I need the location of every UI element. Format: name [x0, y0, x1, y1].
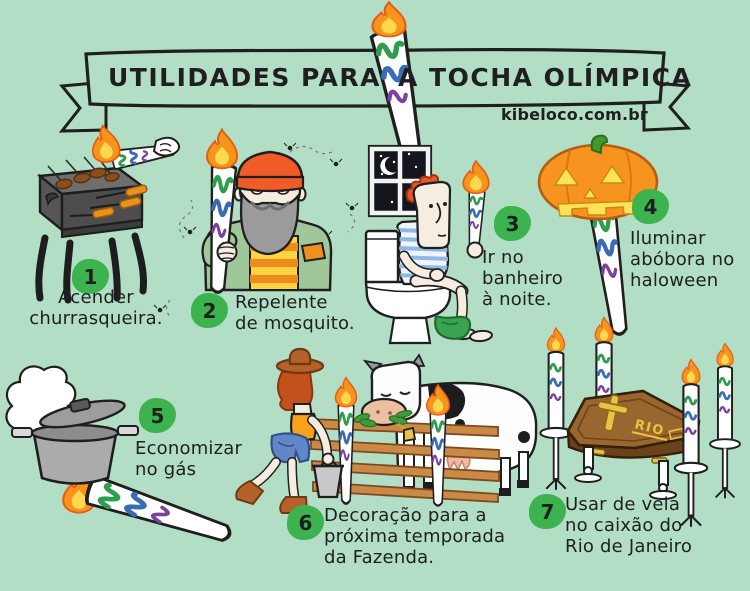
scene-pot-over-torch: [5, 365, 233, 548]
banner-title-right: A TOCHA OLÍMPICA: [398, 63, 693, 92]
cowgirl: [235, 347, 344, 514]
item-4-number-badge: 4: [632, 189, 669, 224]
head: [412, 180, 452, 250]
boot: [235, 479, 265, 506]
item-2-number-badge: 2: [191, 293, 228, 328]
jacket-patch: [300, 241, 327, 263]
grilled-meat: [47, 156, 120, 190]
item-7-number-badge: 7: [529, 494, 566, 529]
mosquitoes: [165, 145, 356, 319]
gripping-hand: [216, 241, 238, 263]
banner-title-left: UTILIDADES PARA: [108, 63, 382, 92]
flame-icon: [462, 160, 490, 195]
item-1-number-badge: 1: [72, 259, 109, 294]
pumpkin-stem: [590, 134, 609, 155]
item-5-caption: Economizar no gás: [135, 438, 243, 481]
bucket: [312, 464, 344, 499]
dropped-shorts: [434, 314, 472, 340]
scene-toilet-at-night: [364, 144, 493, 345]
scene-farm-decoration: [235, 347, 538, 514]
cooking-pot: [11, 397, 139, 485]
item-4-caption: Iluminar abóbora no haloween: [630, 228, 735, 292]
denim-shorts: [270, 432, 311, 464]
scene-mosquito-repellent: [153, 128, 359, 319]
item-3-caption: Ir no banheiro à noite.: [482, 247, 563, 311]
item-6-caption: Decoração para a próxima temporada da Fa…: [324, 505, 506, 569]
skewers: [69, 184, 148, 219]
hand: [152, 136, 181, 157]
lying-torch-icon: [84, 475, 233, 548]
crescent-moon-icon: [380, 156, 396, 175]
flame-icon: [371, 1, 407, 38]
cow-bell: [403, 426, 417, 443]
item-7-caption: Usar de vela no caixão do Rio de Janeiro: [565, 494, 693, 558]
scene-lighting-barbecue: [35, 122, 181, 304]
torch-candle-icon: [540, 328, 571, 489]
item-2-caption: Repelente de mosquito.: [235, 292, 355, 335]
title-banner-ribbon: [58, 48, 692, 133]
beanie: [235, 150, 305, 193]
cow-head: [353, 353, 426, 443]
item-6-number-badge: 6: [287, 505, 324, 540]
gripping-hand: [466, 241, 484, 259]
torch-candle-icon: [710, 343, 740, 497]
cross-icon: [597, 394, 629, 432]
site-url: kibeloco.com.br: [500, 105, 648, 124]
toilet-base: [388, 316, 432, 345]
closed-eyes: [380, 391, 411, 397]
flame-icon: [206, 128, 238, 170]
item-5-number-badge: 5: [139, 398, 176, 433]
hair: [277, 371, 314, 411]
item-1-caption: Acender churrasqueira.: [29, 287, 163, 330]
item-3-number-badge: 3: [494, 206, 531, 241]
bare-foot: [469, 329, 493, 343]
flame-icon: [334, 376, 358, 408]
scene-rio-coffin: RIO: [540, 317, 740, 526]
pot-lid: [39, 397, 126, 429]
torch-icon: [589, 201, 633, 336]
toilet-bowl: [364, 280, 452, 320]
beard: [239, 190, 300, 256]
grass-in-mouth: [353, 410, 413, 428]
coffin-stand: [574, 446, 677, 500]
